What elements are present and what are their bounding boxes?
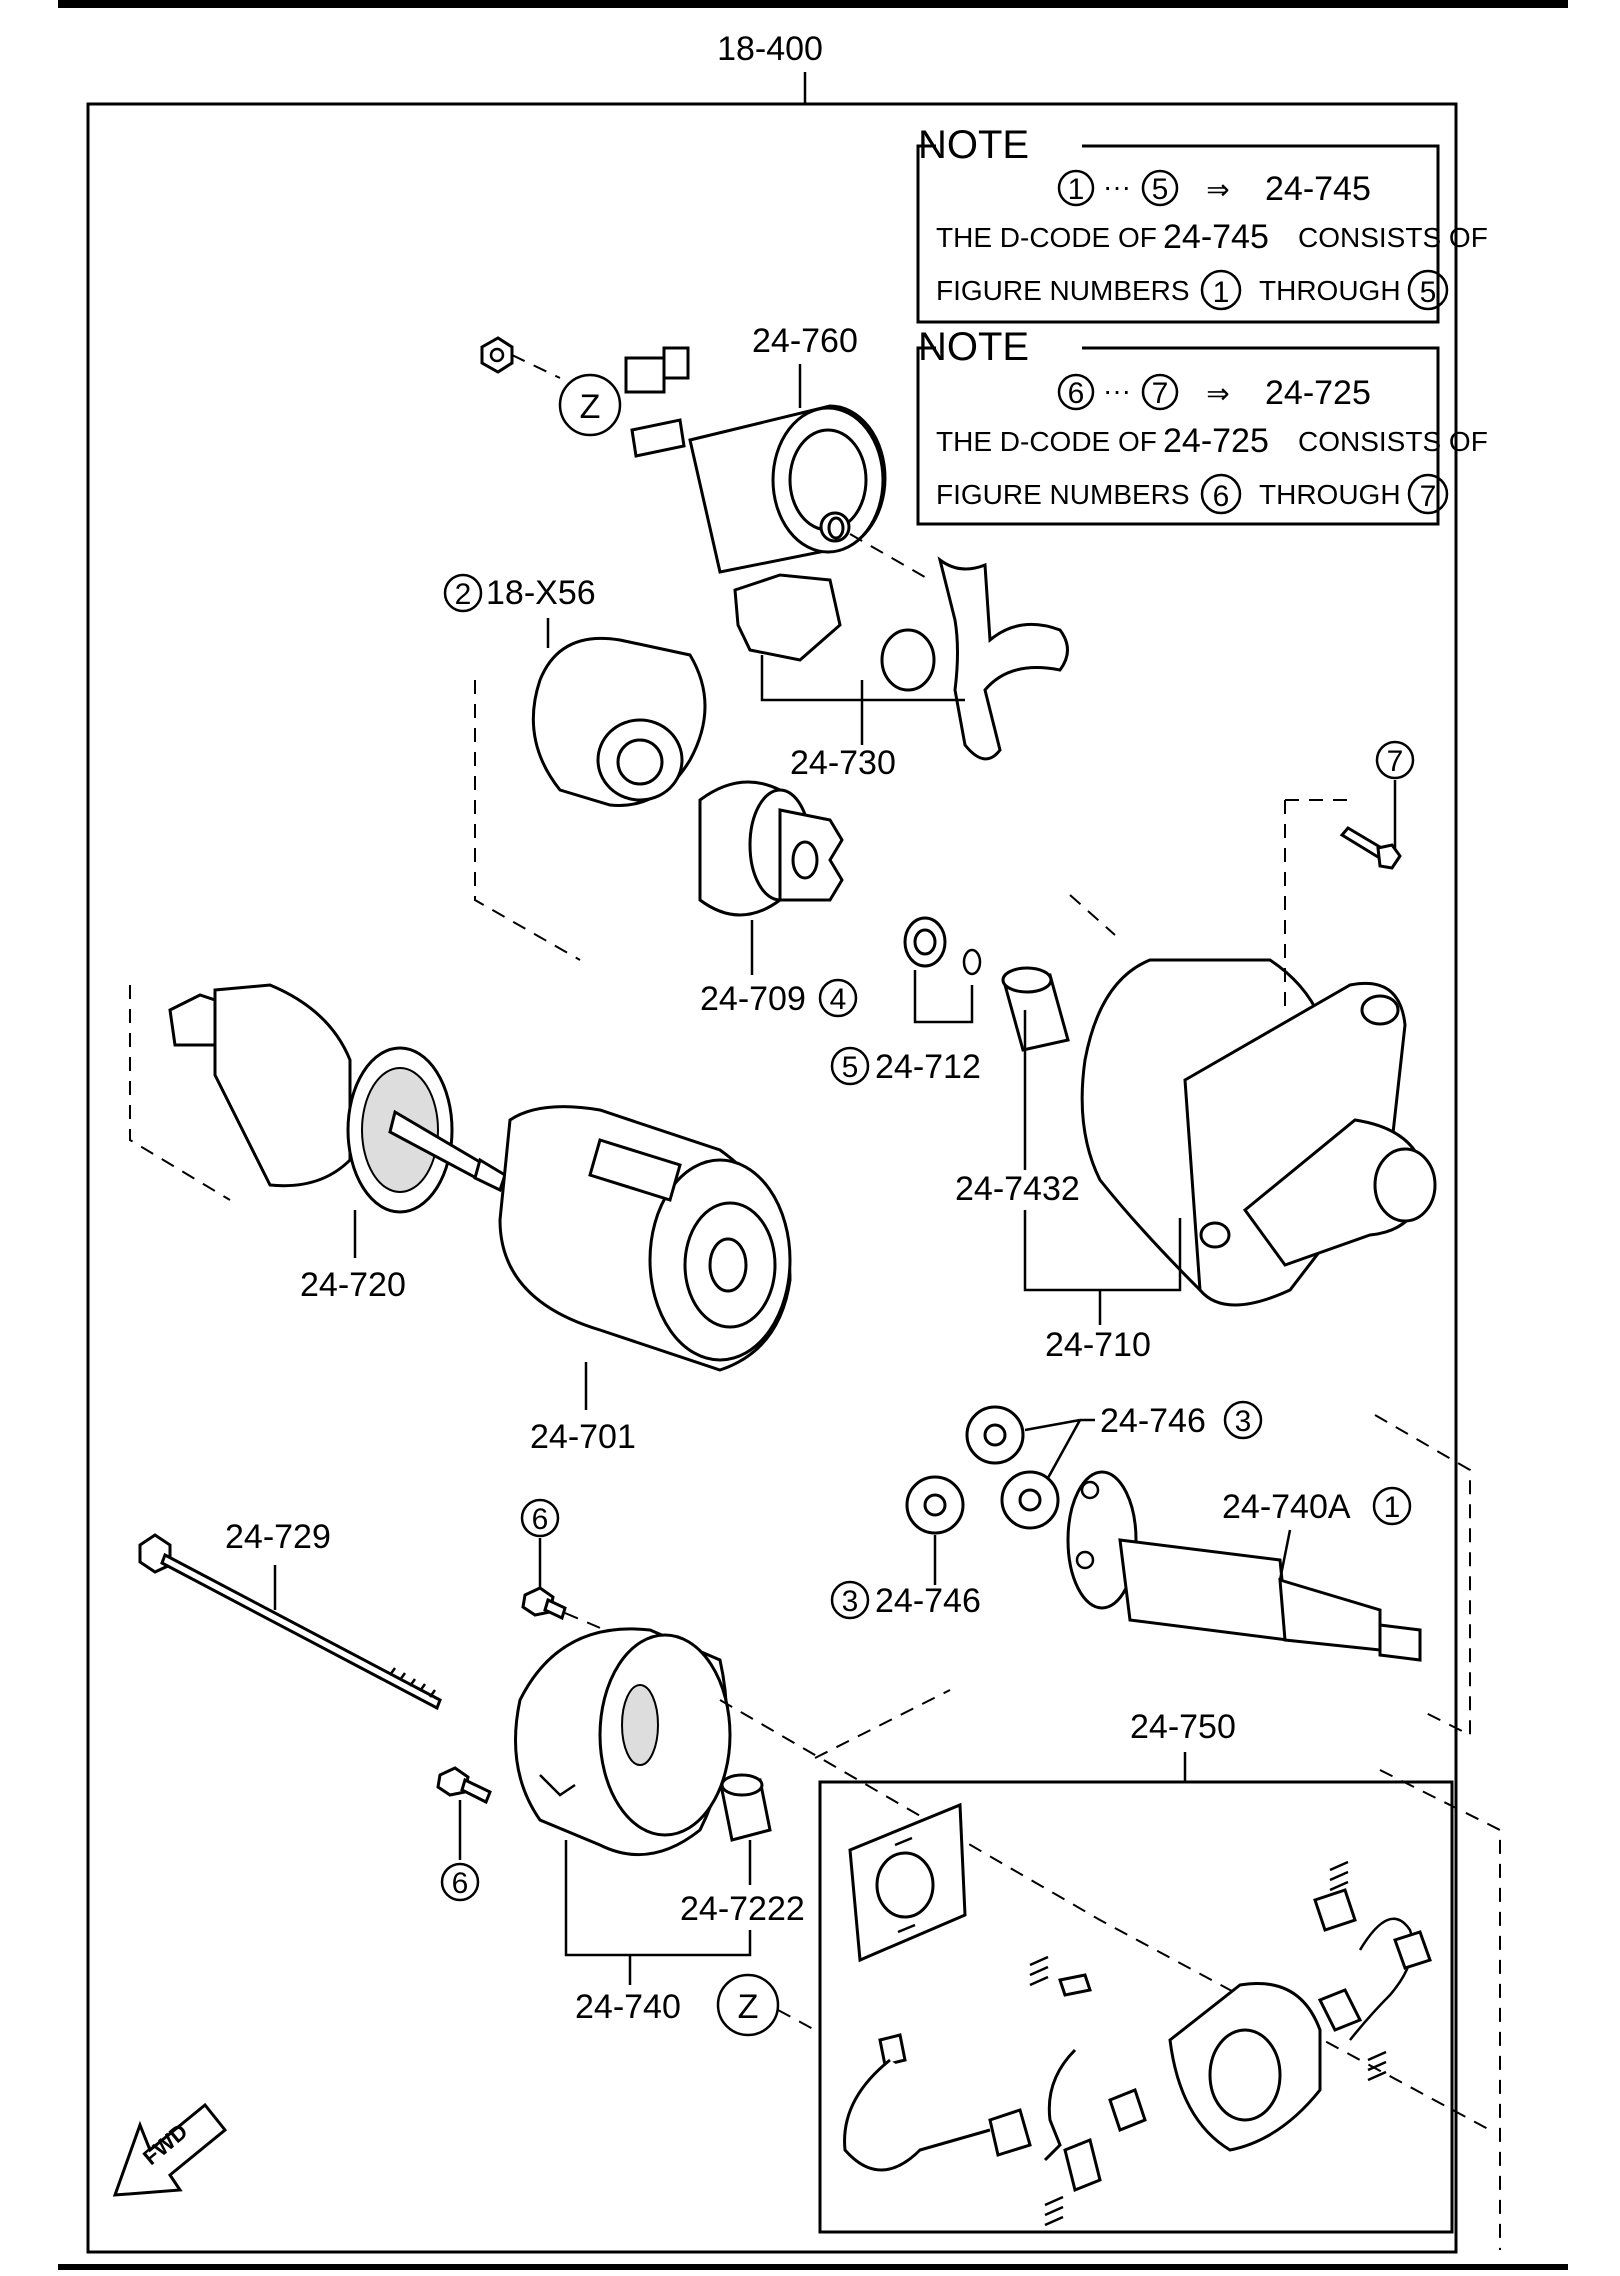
- note-arrow: ⇒: [1206, 174, 1229, 205]
- note-arrow: ⇒: [1206, 378, 1229, 409]
- label-18-x56: 18-X56: [486, 574, 596, 612]
- note-box-2: NOTE 6 ··· 7 ⇒ 24-725 THE D-CODE OF 24-7…: [916, 325, 1488, 526]
- bolt-part: [1339, 826, 1402, 870]
- gear-housing-part: [531, 636, 707, 807]
- screw-upper-part: [521, 1586, 567, 1621]
- label-24-730: 24-730: [790, 744, 896, 782]
- label-24-710: 24-710: [1045, 1326, 1151, 1364]
- label-24-760: 24-760: [752, 322, 858, 360]
- brush-holder-frame: [818, 1780, 1454, 2234]
- note-range-start: 1: [1068, 173, 1085, 206]
- armature-part: [168, 983, 507, 1214]
- top-rule: [58, 0, 1568, 8]
- solenoid-part: [480, 336, 887, 574]
- label-24-720: 24-720: [300, 1266, 406, 1304]
- z-marker-top: Z: [580, 388, 601, 426]
- note-range-start: 6: [1068, 377, 1085, 410]
- fig-num-3-top: 3: [1235, 1405, 1252, 1438]
- label-24-712: 24-712: [875, 1048, 981, 1086]
- note-line1-prefix: THE D-CODE OF: [936, 426, 1157, 457]
- brush-holder-part: [843, 1802, 1432, 2227]
- label-24-740: 24-740: [575, 1988, 681, 2026]
- note-line2-mid: THROUGH: [1259, 275, 1401, 306]
- note-line2-end: .: [1452, 277, 1460, 308]
- note-line1-suffix: CONSISTS OF: [1298, 222, 1488, 253]
- lever-fork-part: [733, 556, 1069, 761]
- label-24-740a: 24-740A: [1222, 1488, 1351, 1526]
- fig-num-6-lower: 6: [452, 1867, 469, 1900]
- note-line2-to: 7: [1420, 480, 1437, 513]
- note-line1-prefix: THE D-CODE OF: [936, 222, 1157, 253]
- note-range-end: 7: [1152, 377, 1169, 410]
- end-bushing-part: [720, 1773, 772, 1842]
- group-ref-label: 18-400: [717, 30, 823, 68]
- fig-num-2: 2: [455, 578, 472, 611]
- screw-lower-part: [436, 1766, 492, 1805]
- fig-num-1: 1: [1384, 1491, 1401, 1524]
- label-24-746-top: 24-746: [1100, 1402, 1206, 1440]
- label-24-701: 24-701: [530, 1418, 636, 1456]
- planetary-gears-part: [905, 1405, 1060, 1535]
- label-24-7222: 24-7222: [680, 1890, 805, 1928]
- note-line2-from: 6: [1213, 480, 1230, 513]
- note-line2-end: .: [1452, 481, 1460, 512]
- label-24-7432: 24-7432: [955, 1170, 1080, 1208]
- fig-num-4: 4: [830, 983, 847, 1016]
- bottom-rule: [58, 2264, 1568, 2270]
- note-line2-prefix: FIGURE NUMBERS: [936, 275, 1190, 306]
- note-line2-prefix: FIGURE NUMBERS: [936, 479, 1190, 510]
- note-line1-code: 24-745: [1163, 218, 1269, 256]
- note-heading: NOTE: [918, 325, 1029, 369]
- note-box-1: NOTE 1 ··· 5 ⇒ 24-745 THE D-CODE OF 24-7…: [916, 123, 1488, 324]
- note-heading: NOTE: [918, 123, 1029, 167]
- fig-num-5: 5: [842, 1051, 859, 1084]
- note-range-end: 5: [1152, 173, 1169, 206]
- note-line2-to: 5: [1420, 276, 1437, 309]
- main-frame: [86, 102, 1458, 2254]
- yoke-part: [498, 1105, 792, 1372]
- stop-collar-part: [903, 916, 982, 976]
- through-bolt-part: [138, 1533, 442, 1711]
- fwd-arrow-icon: FWD: [112, 2102, 228, 2197]
- note-line2-mid: THROUGH: [1259, 479, 1401, 510]
- note-line1-suffix: CONSISTS OF: [1298, 426, 1488, 457]
- label-24-709: 24-709: [700, 980, 806, 1018]
- pinion-clutch-part: [698, 780, 844, 917]
- bushing-part: [1001, 966, 1070, 1052]
- drive-housing-part: [1080, 958, 1437, 1307]
- note-line2-from: 1: [1213, 276, 1230, 309]
- label-24-746-bottom: 24-746: [875, 1582, 981, 1620]
- label-24-750: 24-750: [1130, 1708, 1236, 1746]
- note-line1-code: 24-725: [1163, 422, 1269, 460]
- planet-shaft-part: [1066, 1470, 1422, 1662]
- fig-num-7: 7: [1387, 745, 1404, 778]
- label-24-729: 24-729: [225, 1518, 331, 1556]
- z-marker-bottom: Z: [738, 1988, 759, 2026]
- fig-num-3-bottom: 3: [842, 1585, 859, 1618]
- end-frame-part: [514, 1627, 732, 1857]
- note-ellipsis: ···: [1103, 171, 1131, 202]
- note-target-code: 24-725: [1265, 374, 1371, 412]
- note-ellipsis: ···: [1103, 375, 1131, 406]
- note-target-code: 24-745: [1265, 170, 1371, 208]
- fig-num-6-upper: 6: [532, 1503, 549, 1536]
